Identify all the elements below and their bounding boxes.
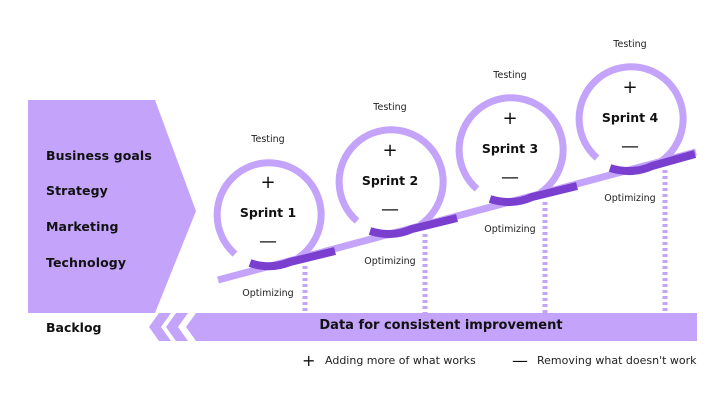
sprint-2-optimizing-label: Optimizing xyxy=(364,256,416,267)
sprint-1-ring xyxy=(213,159,325,261)
panel-item-technology: Technology xyxy=(46,255,127,270)
plus-icon: + xyxy=(260,172,276,193)
panel-item-marketing: Marketing xyxy=(46,219,119,234)
sprint-2-ring xyxy=(335,126,447,228)
sprint-3-testing-label: Testing xyxy=(493,70,527,81)
sprint-1-optimizing-label: Optimizing xyxy=(242,288,294,299)
minus-icon: — xyxy=(259,231,277,252)
sprint-2-title: Sprint 2 xyxy=(361,173,419,188)
plus-icon: + xyxy=(622,77,638,98)
sprint-3-ring xyxy=(455,94,567,196)
sprint-2-testing-label: Testing xyxy=(373,102,407,113)
sprint-4-title: Sprint 4 xyxy=(601,110,659,125)
minus-icon: — xyxy=(501,167,519,188)
dashed-connectors xyxy=(302,170,668,313)
plus-icon: + xyxy=(302,351,316,370)
minus-icon: — xyxy=(621,136,639,157)
plus-icon: + xyxy=(502,108,518,129)
chevron-1 xyxy=(149,313,171,341)
plus-icon: + xyxy=(382,140,398,161)
chevron-2 xyxy=(166,313,188,341)
minus-icon: — xyxy=(381,199,399,220)
backlog-label: Backlog xyxy=(46,320,102,335)
legend-removing-label: Removing what doesn't work xyxy=(537,354,697,367)
sprint-3-title: Sprint 3 xyxy=(481,141,539,156)
data-bar xyxy=(186,313,697,341)
data-bar-label: Data for consistent improvement xyxy=(319,318,563,333)
sprint-3-optimizing-label: Optimizing xyxy=(484,224,536,235)
dark-segments xyxy=(248,150,697,271)
sprint-1-testing-label: Testing xyxy=(251,134,285,145)
minus-icon: — xyxy=(512,351,528,370)
strategy-panel xyxy=(28,100,196,313)
panel-item-strategy: Strategy xyxy=(46,183,108,198)
sprint-4-testing-label: Testing xyxy=(613,39,647,50)
sprint-1-title: Sprint 1 xyxy=(239,205,297,220)
sprint-4-ring xyxy=(575,63,687,165)
sprint-rings xyxy=(213,63,687,261)
sprint-4-optimizing-label: Optimizing xyxy=(604,193,656,204)
panel-item-business-goals: Business goals xyxy=(46,148,152,163)
legend-adding-label: Adding more of what works xyxy=(325,354,476,367)
